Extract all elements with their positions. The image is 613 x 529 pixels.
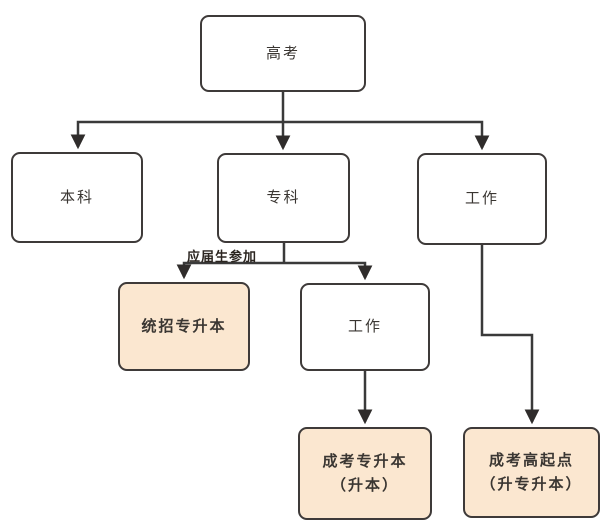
node-bachelor: 本科 [11,152,143,243]
node-work-after-gaokao: 工作 [417,153,547,245]
edge-gaokao-work [283,120,490,151]
node-chengkao-gaoqidian: 成考高起点 （升专升本） [463,427,600,518]
edge-label-fresh-graduates: 应届生参加 [187,249,258,264]
node-chengkao-zhuanshengben: 成考专升本 （升本） [298,427,432,520]
edge-associate-work [284,261,373,281]
node-work-after-associate: 工作 [300,283,430,371]
node-tongzhao-zhuanshengben: 统招专升本 [118,282,250,371]
node-associate: 专科 [217,153,350,243]
edge-associate-tongzhao [176,261,284,280]
node-gaokao: 高考 [200,15,366,92]
edge-gaokao-bachelor [70,120,283,150]
edge-work-chengkao-gqd [480,245,540,425]
